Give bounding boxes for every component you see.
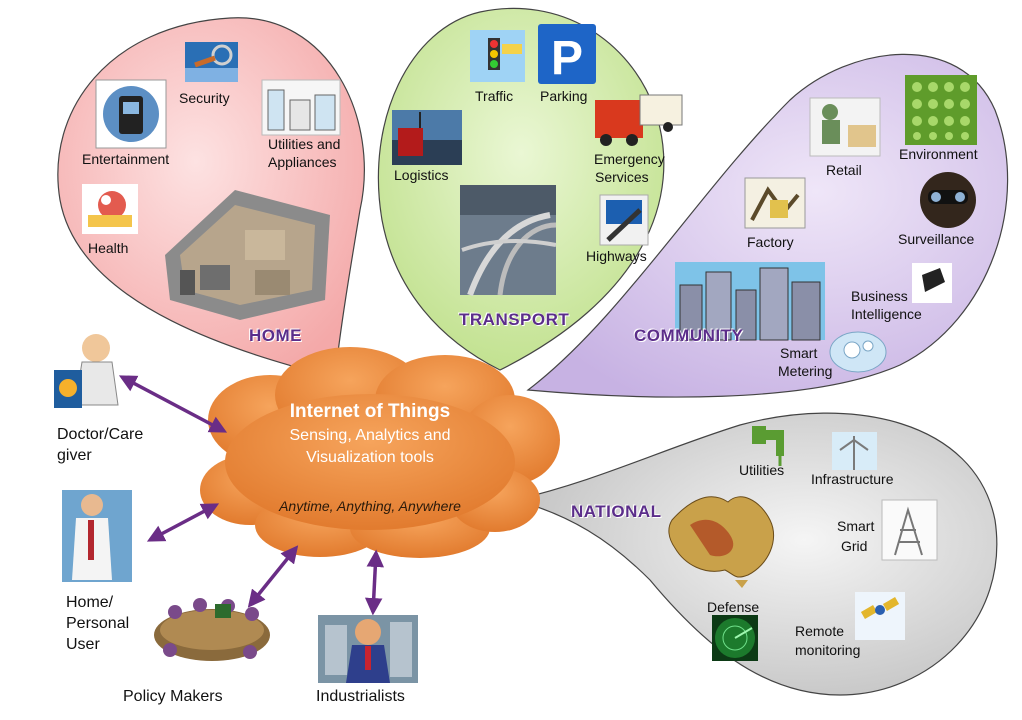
emergency-services-label-2: Services (595, 169, 649, 185)
health-label: Health (88, 240, 129, 256)
utilities-appliances-label-2: Appliances (268, 154, 337, 170)
remote-monitoring-label-1: Remote (795, 623, 845, 639)
cloud-title: Internet of Things (289, 401, 451, 422)
retail-label: Retail (826, 162, 862, 178)
traffic-label: Traffic (475, 88, 514, 104)
retail-icon (809, 97, 881, 157)
svg-text:P: P (551, 32, 583, 85)
arrow-home-user (146, 503, 220, 542)
entertainment-label: Entertainment (82, 151, 170, 167)
industrialists-icon (318, 615, 418, 683)
emergency-services-icon (595, 94, 683, 146)
emergency-services-label-1: Emergency (594, 151, 665, 167)
cloud-tagline: Anytime, Anything, Anywhere (279, 498, 461, 514)
cloud-subtitle-line2: Visualization tools (306, 449, 434, 466)
smart-metering-label-1: Smart (780, 345, 818, 361)
security-label: Security (179, 90, 230, 106)
smart-metering-label-2: Metering (778, 363, 833, 379)
industrialists-label: Industrialists (316, 688, 405, 705)
community-title: COMMUNITY (634, 326, 744, 345)
logistics-icon (392, 110, 462, 165)
policy-makers-label: Policy Makers (123, 688, 223, 705)
smart-grid-label-2: Grid (841, 538, 868, 554)
arrow-policy (247, 545, 299, 608)
policy-makers-icon (154, 598, 270, 661)
factory-icon (744, 177, 806, 229)
highways-icon (460, 185, 557, 297)
defense-label: Defense (707, 599, 760, 615)
parking-label: Parking (540, 88, 588, 104)
surveillance-icon (920, 172, 976, 228)
doctor-icon (54, 334, 119, 408)
home-title: HOME (249, 326, 302, 345)
health-icon (82, 184, 138, 234)
business-intelligence-icon (912, 263, 952, 303)
smart-metering-icon (829, 331, 887, 373)
utilities-appliances-label-1: Utilities and (268, 136, 341, 152)
community-city-icon (675, 262, 825, 341)
arrow-doctor (118, 375, 228, 433)
utilities-label: Utilities (739, 462, 785, 478)
traffic-icon (470, 30, 525, 82)
house-floorplan-icon (165, 190, 330, 320)
remote-monitoring-label-2: monitoring (795, 642, 861, 658)
connection-arrows (118, 375, 385, 616)
home-user-icon (62, 490, 132, 582)
doctor-label-1: Doctor/Care (57, 426, 144, 443)
national-title: NATIONAL (571, 502, 662, 521)
entertainment-icon (95, 79, 167, 149)
defense-radar-icon (712, 615, 758, 661)
home-user-label-2: Personal (66, 615, 130, 632)
home-user-label-1: Home/ (66, 594, 114, 611)
surveillance-label: Surveillance (898, 231, 975, 247)
parking-icon: P (538, 24, 596, 85)
business-intelligence-label-2: Intelligence (851, 306, 922, 322)
utilities-tap-icon (752, 426, 784, 466)
transport-title: TRANSPORT (459, 310, 570, 329)
arrow-industrialists (364, 549, 385, 616)
doctor-label-2: giver (57, 447, 92, 464)
highway-sign-icon (599, 194, 649, 246)
environment-icon (905, 75, 977, 145)
logistics-label: Logistics (394, 167, 449, 183)
infrastructure-label: Infrastructure (811, 471, 894, 487)
smart-grid-icon (881, 499, 938, 561)
cloud-subtitle-line1: Sensing, Analytics and (289, 427, 451, 444)
highways-label: Highways (586, 248, 647, 264)
factory-label: Factory (747, 234, 794, 250)
security-icon (185, 42, 238, 82)
iot-cloud (200, 347, 560, 558)
remote-monitoring-icon (855, 592, 905, 640)
utilities-appliances-icon (261, 79, 341, 136)
home-user-label-3: User (66, 636, 100, 653)
infrastructure-icon (832, 432, 877, 470)
business-intelligence-label-1: Business (851, 288, 908, 304)
australia-map-icon (668, 496, 775, 588)
environment-label: Environment (899, 146, 978, 162)
smart-grid-label-1: Smart (837, 518, 875, 534)
